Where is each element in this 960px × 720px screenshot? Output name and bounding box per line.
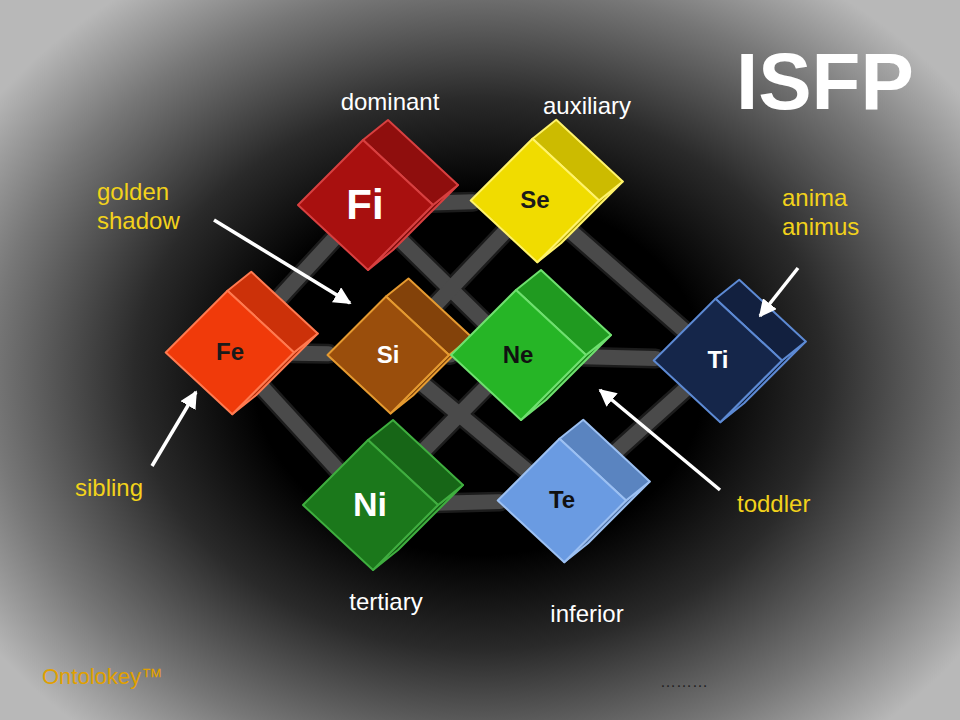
leader-arrow: [760, 268, 798, 316]
callout-label: Ontolokey™: [42, 664, 163, 690]
rod-outline: [584, 357, 656, 359]
function-cube: Ni: [298, 415, 468, 575]
cube-face: Se: [492, 157, 578, 243]
callout-text: golden shadow: [97, 178, 180, 234]
cube-face: Si: [348, 315, 429, 396]
cube-front: [654, 298, 782, 422]
cube-front: [471, 138, 599, 262]
cube-shape: [649, 275, 811, 427]
callout-text: Ontolokey™: [42, 664, 163, 689]
function-label: Fi: [346, 182, 383, 228]
function-label: Fe: [216, 339, 244, 365]
function-cube: Ne: [446, 265, 616, 425]
type-title: ISFP: [736, 42, 914, 122]
function-cube: Se: [466, 115, 628, 267]
function-label: Ni: [353, 486, 387, 523]
callout-text: inferior: [550, 600, 623, 627]
callout-label: inferior: [550, 600, 623, 629]
function-label: Ne: [503, 342, 534, 368]
cube-face: Ti: [675, 317, 761, 403]
cube-face: Te: [519, 457, 605, 543]
callout-label: sibling: [75, 474, 143, 503]
callout-text: anima animus: [782, 184, 859, 240]
cube-front: [498, 438, 626, 562]
cube-face: Ni: [325, 460, 415, 550]
callout-label: dominant: [341, 88, 440, 117]
callout-label: golden shadow: [97, 178, 222, 236]
callout-text: ………: [660, 673, 708, 690]
function-cube: Fe: [161, 267, 323, 419]
callout-text: auxiliary: [543, 92, 631, 119]
cube-face: Fi: [320, 160, 410, 250]
leader-arrow: [152, 392, 196, 466]
cube-front: [298, 140, 433, 270]
function-label: Ti: [708, 347, 729, 373]
function-label: Si: [377, 342, 400, 368]
cube-front: [327, 297, 449, 414]
callout-label: toddler: [737, 490, 810, 519]
rod-outline: [260, 385, 338, 471]
callout-text: dominant: [341, 88, 440, 115]
connector-rod: [260, 385, 338, 471]
cube-front: [303, 440, 438, 570]
callout-text: tertiary: [349, 588, 422, 615]
callout-label: anima animus: [782, 184, 902, 242]
connector-rod: [584, 357, 656, 359]
callout-label: ………: [660, 672, 708, 691]
function-cube: Fi: [293, 115, 463, 275]
function-label: Se: [520, 187, 549, 213]
cube-face: Fe: [187, 309, 273, 395]
function-cube: Si: [323, 274, 476, 418]
callout-label: auxiliary: [543, 92, 631, 121]
callout-label: tertiary: [349, 588, 422, 617]
function-cube: Te: [493, 415, 655, 567]
cube-front: [451, 290, 586, 420]
function-label: Te: [549, 487, 575, 513]
function-cube: Ti: [649, 275, 811, 427]
callout-text: toddler: [737, 490, 810, 517]
callout-text: sibling: [75, 474, 143, 501]
cube-face: Ne: [473, 310, 563, 400]
cube-front: [166, 290, 294, 414]
